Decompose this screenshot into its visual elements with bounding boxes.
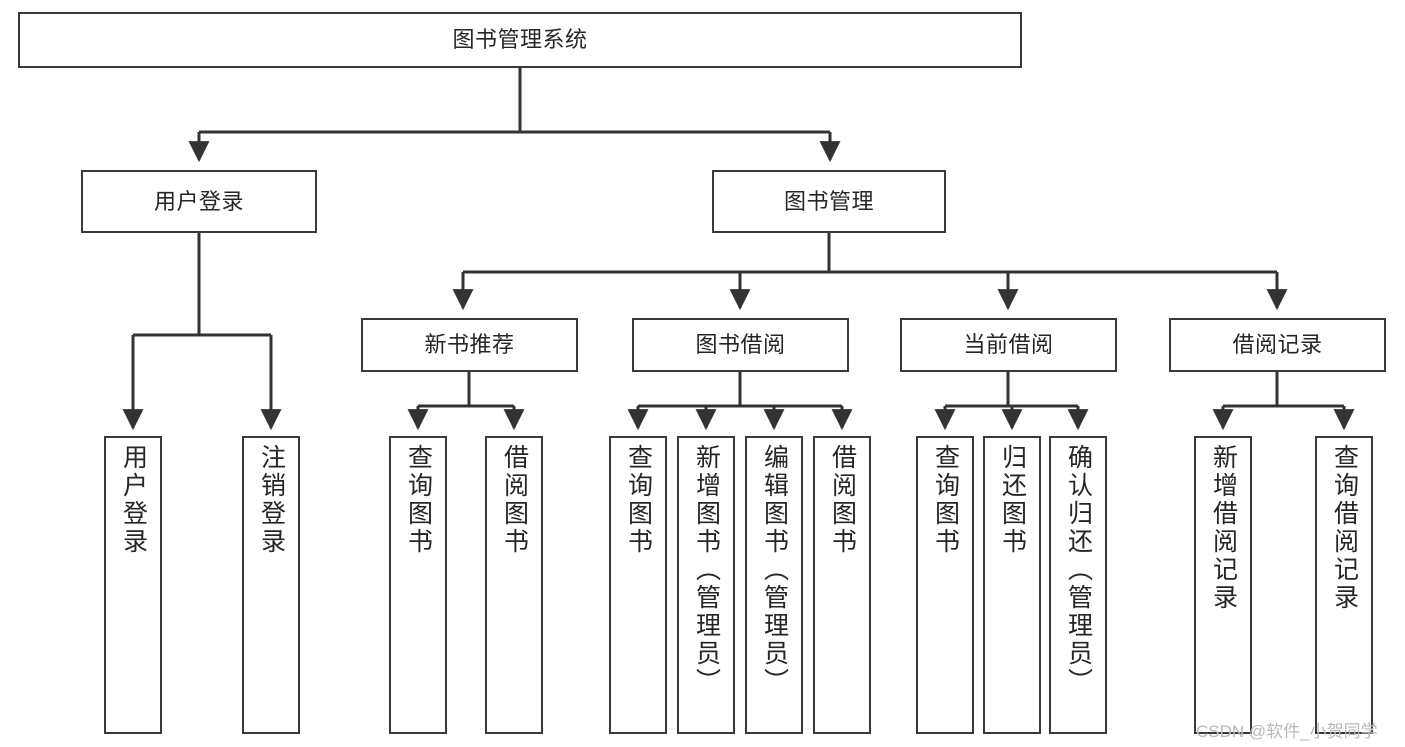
node-label: 当前借阅 <box>963 332 1054 358</box>
leaf-current-borrow-query[interactable]: 查询图书 <box>916 436 974 734</box>
node-new-book-recommend[interactable]: 新书推荐 <box>361 318 578 372</box>
node-label: 用户登录 <box>119 444 148 556</box>
node-borrow-record[interactable]: 借阅记录 <box>1169 318 1386 372</box>
leaf-new-book-query[interactable]: 查询图书 <box>389 436 447 734</box>
node-label: 借阅图书 <box>828 444 857 556</box>
leaf-book-borrow-borrow[interactable]: 借阅图书 <box>813 436 871 734</box>
node-label: 图书借阅 <box>695 332 786 358</box>
node-current-borrow[interactable]: 当前借阅 <box>900 318 1117 372</box>
leaf-current-borrow-confirm-return[interactable]: 确认归还（管理员） <box>1049 436 1107 734</box>
leaf-borrow-record-add[interactable]: 新增借阅记录 <box>1194 436 1252 734</box>
node-label: 编辑图书（管理员） <box>760 444 789 696</box>
node-label: 借阅图书 <box>500 444 529 556</box>
leaf-user-login-login[interactable]: 用户登录 <box>104 436 162 734</box>
node-label: 查询图书 <box>931 444 960 556</box>
node-root-system[interactable]: 图书管理系统 <box>18 12 1022 68</box>
node-label: 新增借阅记录 <box>1209 444 1238 612</box>
leaf-new-book-borrow[interactable]: 借阅图书 <box>485 436 543 734</box>
node-label: 图书管理系统 <box>452 27 588 53</box>
csdn-watermark: CSDN @软件_小贺同学 <box>1196 722 1378 741</box>
node-label: 查询借阅记录 <box>1330 444 1359 612</box>
node-book-borrow[interactable]: 图书借阅 <box>632 318 849 372</box>
node-label: 注销登录 <box>257 444 286 556</box>
leaf-current-borrow-return[interactable]: 归还图书 <box>983 436 1041 734</box>
node-label: 归还图书 <box>998 444 1027 556</box>
node-label: 查询图书 <box>624 444 653 556</box>
node-label: 查询图书 <box>404 444 433 556</box>
node-label: 用户登录 <box>153 188 244 214</box>
node-label: 新书推荐 <box>424 332 515 358</box>
leaf-borrow-record-query[interactable]: 查询借阅记录 <box>1315 436 1373 734</box>
node-label: 图书管理 <box>783 188 874 214</box>
node-book-management[interactable]: 图书管理 <box>712 170 946 233</box>
leaf-book-borrow-add[interactable]: 新增图书（管理员） <box>677 436 735 734</box>
leaf-book-borrow-edit[interactable]: 编辑图书（管理员） <box>745 436 803 734</box>
node-label: 确认归还（管理员） <box>1064 444 1093 696</box>
node-user-login[interactable]: 用户登录 <box>81 170 317 233</box>
node-label: 新增图书（管理员） <box>692 444 721 696</box>
leaf-user-login-logout[interactable]: 注销登录 <box>242 436 300 734</box>
leaf-book-borrow-query[interactable]: 查询图书 <box>609 436 667 734</box>
node-label: 借阅记录 <box>1232 332 1323 358</box>
